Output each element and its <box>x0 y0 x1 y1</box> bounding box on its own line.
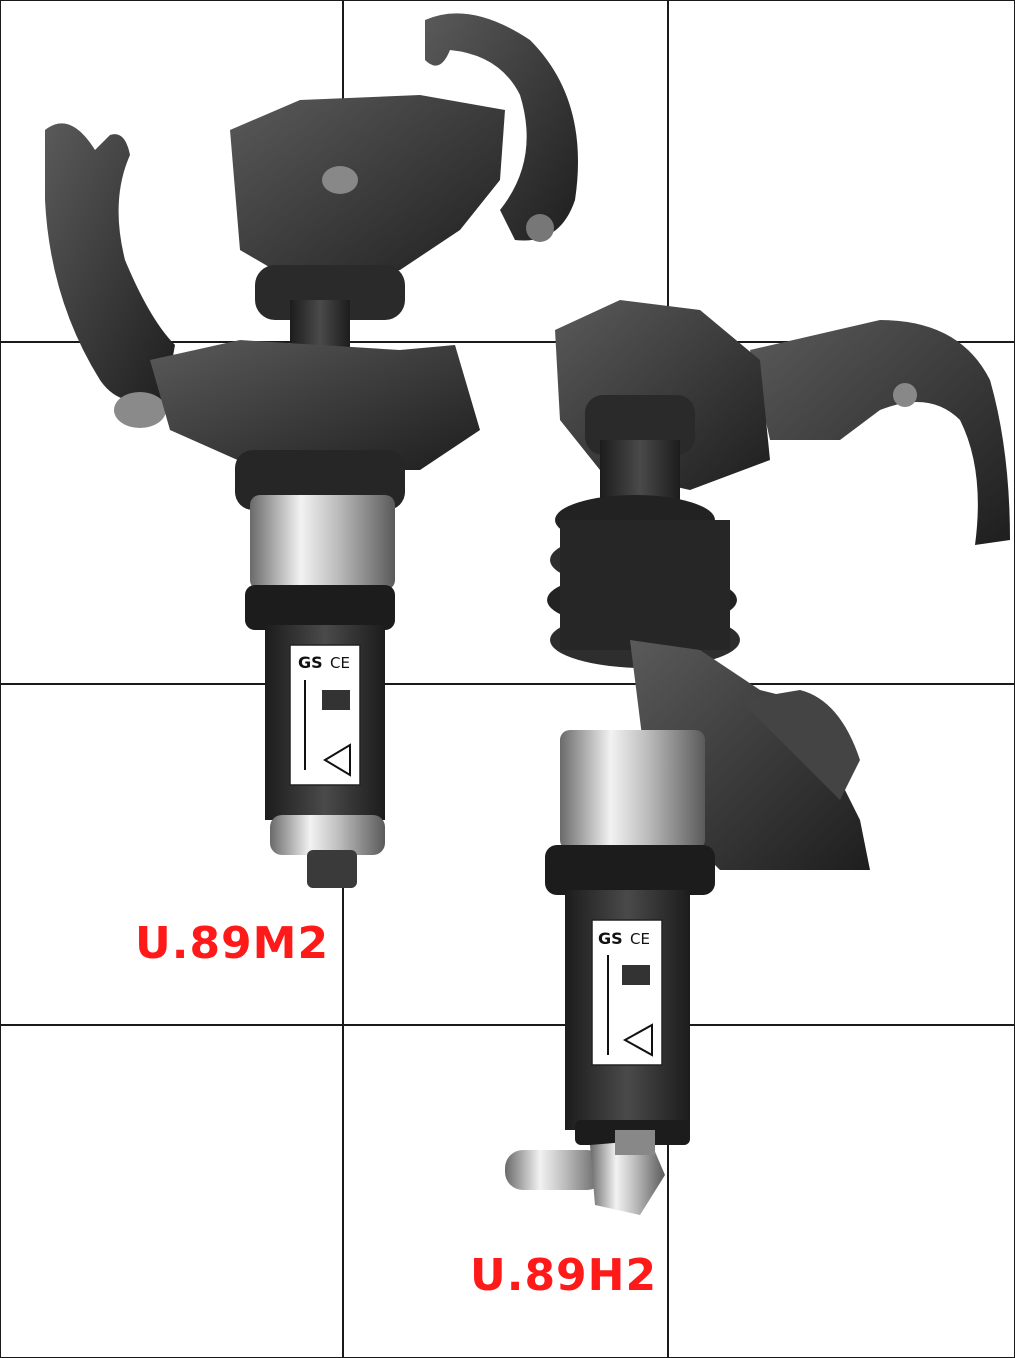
warning-icon-left-tool <box>323 743 351 777</box>
manual-icon-left-tool <box>322 690 350 710</box>
grid-line-horizontal-3 <box>0 1024 1015 1026</box>
gs-mark-right-tool: GS <box>598 929 623 948</box>
tool-u89h2: GS CE <box>505 300 1010 1215</box>
grid-line-horizontal-2 <box>0 683 1015 685</box>
lower-jaw-left-tool <box>45 123 175 403</box>
manual-icon-right-tool <box>622 965 650 985</box>
upper-head-left-tool <box>230 95 505 285</box>
upper-jaw-left-tool <box>425 13 578 241</box>
bellows-right-tool <box>547 495 740 668</box>
tool-u89m2: GS CE <box>45 13 578 888</box>
model-label-u89m2: U.89M2 <box>135 918 330 969</box>
ce-mark-left-tool: CE <box>330 654 350 672</box>
hydraulic-coupler <box>505 1130 665 1215</box>
grid-line-horizontal-1 <box>0 341 1015 343</box>
ce-mark-right-tool: CE <box>630 930 650 948</box>
gs-mark-left-tool: GS <box>298 653 323 672</box>
warning-icon-right-tool <box>622 1023 653 1057</box>
chrome-sleeve-left-tool <box>250 495 395 590</box>
lower-head-left-tool <box>150 340 480 470</box>
upper-jaw-right-tool <box>750 320 1010 545</box>
chrome-sleeve-right-tool <box>560 730 705 850</box>
model-label-u89h2: U.89H2 <box>470 1250 658 1301</box>
